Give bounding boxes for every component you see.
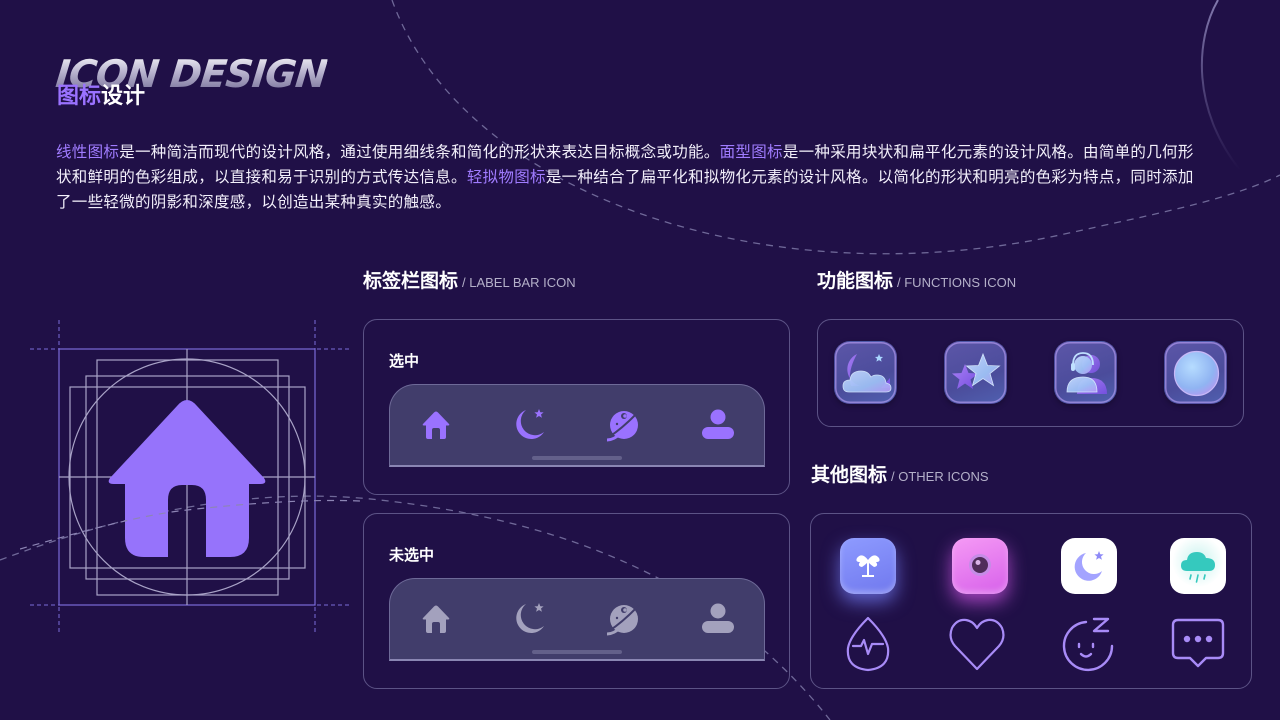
other-icon-sleep[interactable] — [1058, 614, 1118, 674]
customer-service-icon — [1066, 352, 1107, 394]
tab-bar-unselected — [389, 578, 765, 661]
tab-home[interactable] — [418, 407, 454, 443]
keyword-linear: 线性图标 — [56, 144, 120, 161]
intro-text: 是一种简洁而现代的设计风格，通过使用细线条和简化的形状来表达目标概念或功能。 — [119, 144, 720, 161]
circle-icon — [1173, 350, 1220, 397]
other-icon-night[interactable] — [1061, 538, 1117, 594]
keyword-skeuo: 轻拟物图标 — [466, 169, 546, 186]
hero-title-cn: 图标设计 — [57, 82, 145, 110]
night-moon-icon — [1074, 551, 1104, 581]
home-icon — [422, 411, 450, 439]
other-icon-camera[interactable] — [952, 538, 1008, 594]
tab-night[interactable] — [512, 407, 548, 443]
camera-lens-icon — [969, 554, 991, 576]
other-icon-rain[interactable] — [1170, 538, 1226, 594]
moon-star-icon — [516, 409, 544, 440]
intro-text: 是一种采用块状和扁平化元素的设计风格。由简单的几何形状和鲜明的色彩组成，以直接和… — [56, 144, 1194, 186]
heart-icon — [949, 618, 1005, 671]
dashed-arc-top — [391, 0, 1280, 255]
selected-card: 选中 — [363, 319, 790, 495]
unselected-card: 未选中 — [363, 513, 790, 689]
function-icon-customer-service[interactable] — [1054, 341, 1117, 404]
planet-icon — [606, 604, 640, 636]
moon-cloud-icon — [842, 354, 892, 393]
sleep-face-icon — [1062, 617, 1114, 672]
function-icon-orb[interactable] — [1164, 341, 1227, 404]
function-icon-moon-cloud[interactable] — [834, 341, 897, 404]
intro-paragraph: 线性图标是一种简洁而现代的设计风格，通过使用细线条和简化的形状来表达目标概念或功… — [56, 140, 1196, 215]
keyword-flat: 面型图标 — [719, 144, 783, 161]
rain-cloud-icon — [1181, 552, 1215, 583]
home-icon-large — [108, 400, 266, 557]
planet-icon — [606, 410, 640, 442]
tab-night[interactable] — [512, 601, 548, 637]
tab-home[interactable] — [418, 601, 454, 637]
tab-explore[interactable] — [606, 601, 642, 637]
user-icon — [702, 409, 734, 439]
chat-bubble-icon — [1171, 618, 1225, 668]
tab-explore[interactable] — [606, 407, 642, 443]
hero-title-highlight: 图标 — [57, 83, 102, 108]
unselected-label: 未选中 — [389, 547, 435, 564]
tab-bar-selected — [389, 384, 765, 467]
moon-star-icon — [516, 603, 544, 634]
function-icon-stars[interactable] — [944, 341, 1007, 404]
home-indicator — [532, 650, 622, 654]
home-grid-showcase — [20, 320, 360, 635]
other-icon-heart[interactable] — [947, 614, 1007, 674]
other-icon-palm[interactable] — [840, 538, 896, 594]
palm-tree-icon — [856, 555, 880, 577]
hero-title-rest: 设计 — [101, 83, 146, 108]
home-icon — [422, 605, 450, 633]
tab-profile[interactable] — [700, 407, 736, 443]
other-icons-card — [810, 513, 1252, 689]
home-indicator — [532, 456, 622, 460]
tab-profile[interactable] — [700, 601, 736, 637]
user-icon — [702, 603, 734, 633]
functions-card — [817, 319, 1244, 427]
stars-icon — [952, 352, 1001, 389]
other-icon-water-drop[interactable] — [838, 614, 898, 674]
water-drop-pulse-icon — [846, 616, 890, 672]
selected-label: 选中 — [389, 353, 420, 370]
section-title-label-bar: 标签栏图标/ LABEL BAR ICON — [363, 271, 576, 292]
section-title-functions: 功能图标/ FUNCTIONS ICON — [817, 271, 1017, 292]
other-icon-chat[interactable] — [1168, 614, 1228, 674]
glow-circle-edge — [1200, 0, 1241, 171]
intro-text: 是一种结合了扁平化和拟物化元素的设计风格。以简化的形状和明亮的色彩为特点，同时添… — [56, 169, 1194, 211]
section-title-others: 其他图标/ OTHER ICONS — [811, 465, 989, 486]
